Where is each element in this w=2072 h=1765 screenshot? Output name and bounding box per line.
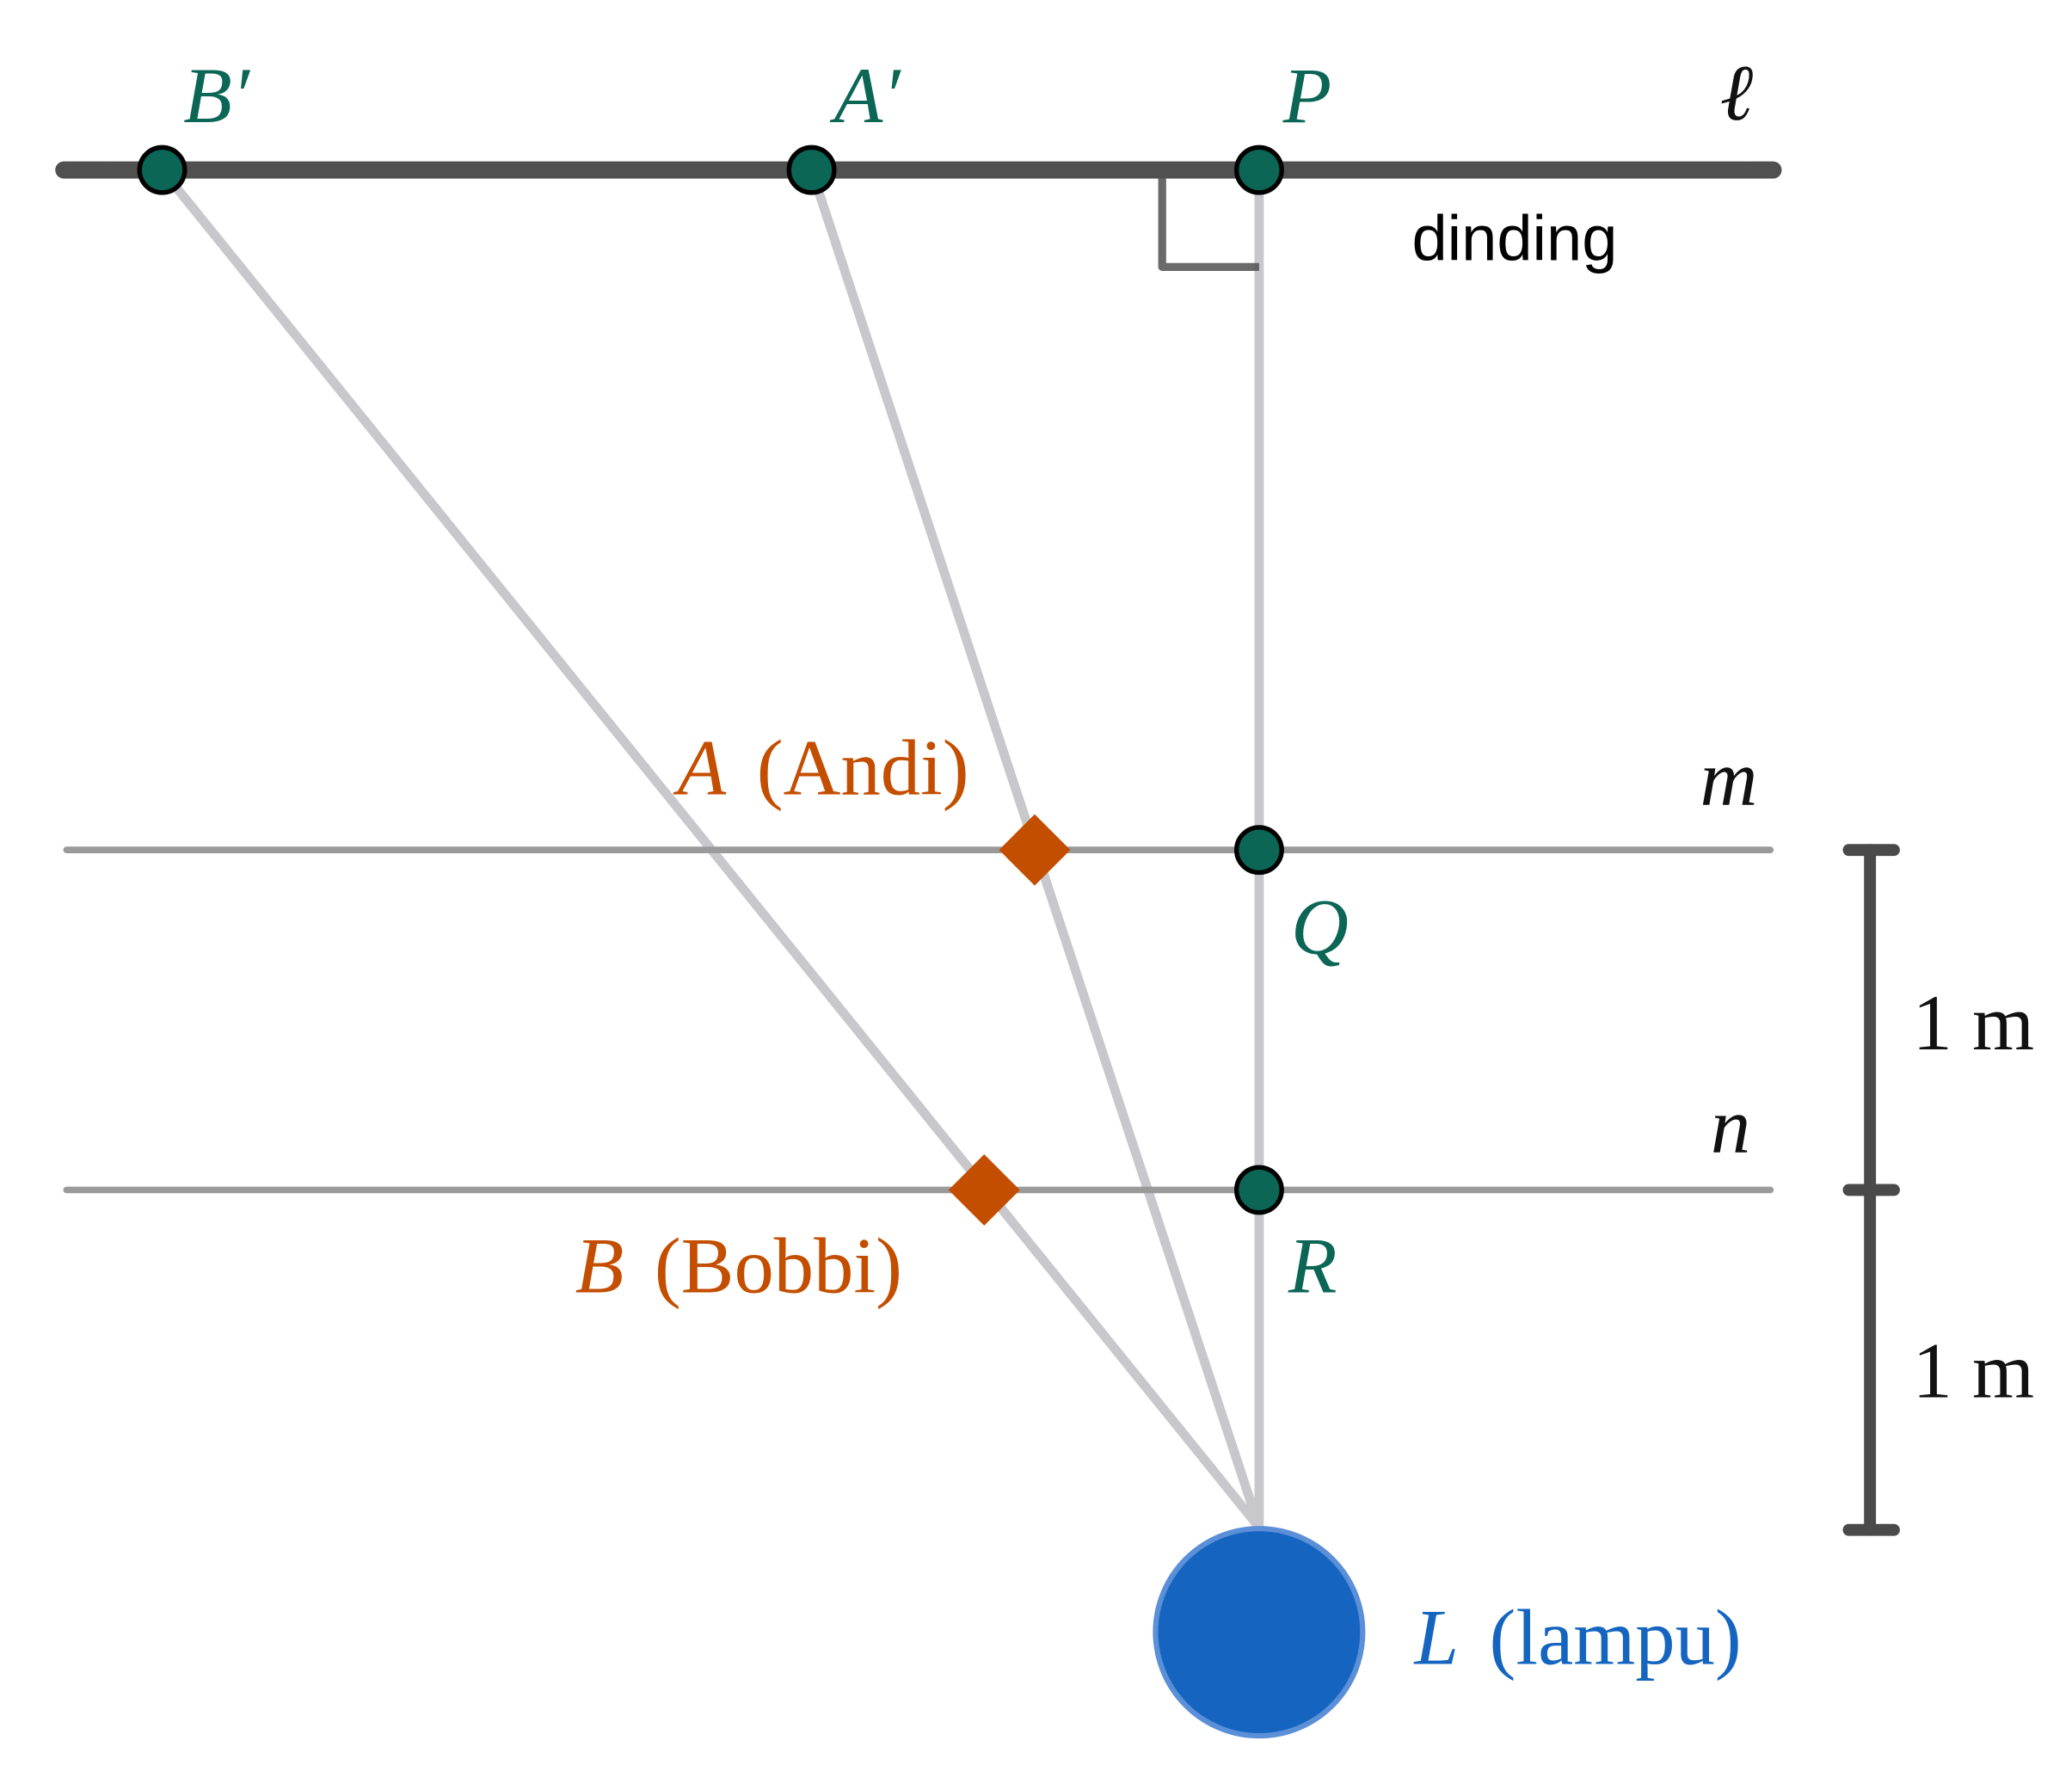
label-b-prime: B′ xyxy=(183,52,251,140)
label-line-n: n xyxy=(1711,1082,1750,1171)
point-q xyxy=(1233,825,1284,876)
label-r: R xyxy=(1288,1221,1337,1310)
label-andi: A (Andi) xyxy=(673,723,969,812)
lamp xyxy=(1153,1526,1366,1739)
point-r xyxy=(1233,1165,1284,1215)
point-b-prime xyxy=(137,145,188,195)
point-a-prime xyxy=(786,145,837,195)
label-b: B xyxy=(575,1221,624,1310)
label-q: Q xyxy=(1291,883,1349,972)
point-p xyxy=(1233,145,1284,195)
label-a: A xyxy=(673,723,727,812)
label-p: P xyxy=(1282,52,1332,140)
scale-label-upper: 1 m xyxy=(1913,979,2035,1067)
label-line-l: ℓ xyxy=(1720,49,1754,138)
person-a-marker xyxy=(999,814,1071,886)
scale-bar xyxy=(1842,844,1900,1536)
label-l: L xyxy=(1413,1594,1460,1682)
label-lampu-name: (lampu) xyxy=(1490,1594,1742,1682)
person-b-marker xyxy=(948,1153,1020,1226)
label-dinding: dinding xyxy=(1411,203,1617,274)
label-andi-name: (Andi) xyxy=(757,723,969,812)
label-lampu: L (lampu) xyxy=(1413,1594,1742,1682)
label-bobbi-name: (Bobbi) xyxy=(655,1221,902,1310)
label-a-prime: A′ xyxy=(829,52,902,140)
scale-label-lower: 1 m xyxy=(1913,1326,2035,1415)
label-bobbi: B (Bobbi) xyxy=(575,1221,902,1310)
label-line-m: m xyxy=(1700,735,1758,823)
